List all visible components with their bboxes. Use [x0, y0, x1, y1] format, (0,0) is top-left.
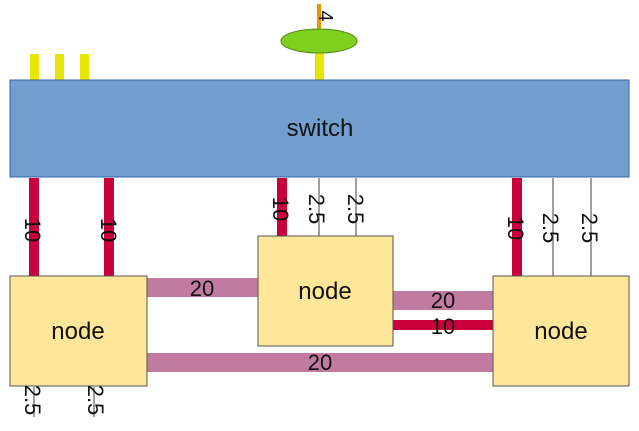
port-stub — [55, 54, 64, 80]
switch-links — [29, 178, 592, 276]
switch: switch — [9, 79, 630, 178]
link-20 — [393, 291, 493, 310]
node-box — [492, 275, 630, 387]
link-2-5 — [355, 178, 357, 236]
link-label: 20 — [431, 288, 455, 313]
switch-link-labels: 10 10 10 2.5 2.5 10 2.5 2.5 — [20, 194, 602, 244]
switch-label: switch — [287, 115, 354, 142]
switch-box — [9, 79, 630, 178]
link-10 — [393, 320, 493, 330]
node-box — [257, 235, 394, 347]
node-middle: node — [257, 235, 394, 347]
link-label: 2.5 — [20, 385, 45, 416]
uplink-label: 4 — [314, 10, 336, 21]
link-10 — [104, 178, 114, 276]
link-2-5 — [93, 387, 95, 417]
link-label: 20 — [190, 276, 214, 301]
uplink-line — [317, 4, 321, 34]
link-label: 20 — [308, 350, 332, 375]
link-2-5 — [33, 387, 35, 417]
node-link-labels: 20 20 10 20 — [190, 276, 455, 375]
link-label: 2.5 — [343, 194, 368, 225]
port-stub — [80, 54, 89, 80]
node-label: node — [51, 318, 104, 345]
uplink-ellipse — [280, 28, 358, 54]
link-2-5 — [552, 178, 554, 276]
node-left: node — [9, 275, 148, 387]
uplink-stub — [315, 52, 324, 80]
link-label: 10 — [268, 197, 293, 221]
link-label: 10 — [20, 218, 45, 242]
uplink: 4 — [280, 4, 358, 80]
node-box — [9, 275, 148, 387]
bottom-links — [33, 387, 95, 417]
link-2-5 — [318, 178, 320, 236]
link-label: 2.5 — [304, 194, 329, 225]
link-2-5 — [590, 178, 592, 276]
link-10 — [277, 178, 287, 236]
node-label: node — [298, 278, 351, 305]
link-10 — [29, 178, 39, 276]
node-label: node — [534, 318, 587, 345]
link-label: 2.5 — [83, 385, 108, 416]
link-label: 10 — [431, 314, 455, 339]
switch-ports — [30, 54, 89, 80]
port-stub — [30, 54, 39, 80]
link-10 — [512, 178, 522, 276]
link-20 — [147, 353, 493, 372]
bottom-link-labels: 2.5 2.5 — [20, 385, 108, 416]
link-label: 2.5 — [577, 213, 602, 244]
node-links — [147, 278, 493, 372]
link-20 — [147, 278, 258, 297]
node-right: node — [492, 275, 630, 387]
link-label: 10 — [96, 218, 121, 242]
link-label: 10 — [503, 216, 528, 240]
link-label: 2.5 — [538, 213, 563, 244]
